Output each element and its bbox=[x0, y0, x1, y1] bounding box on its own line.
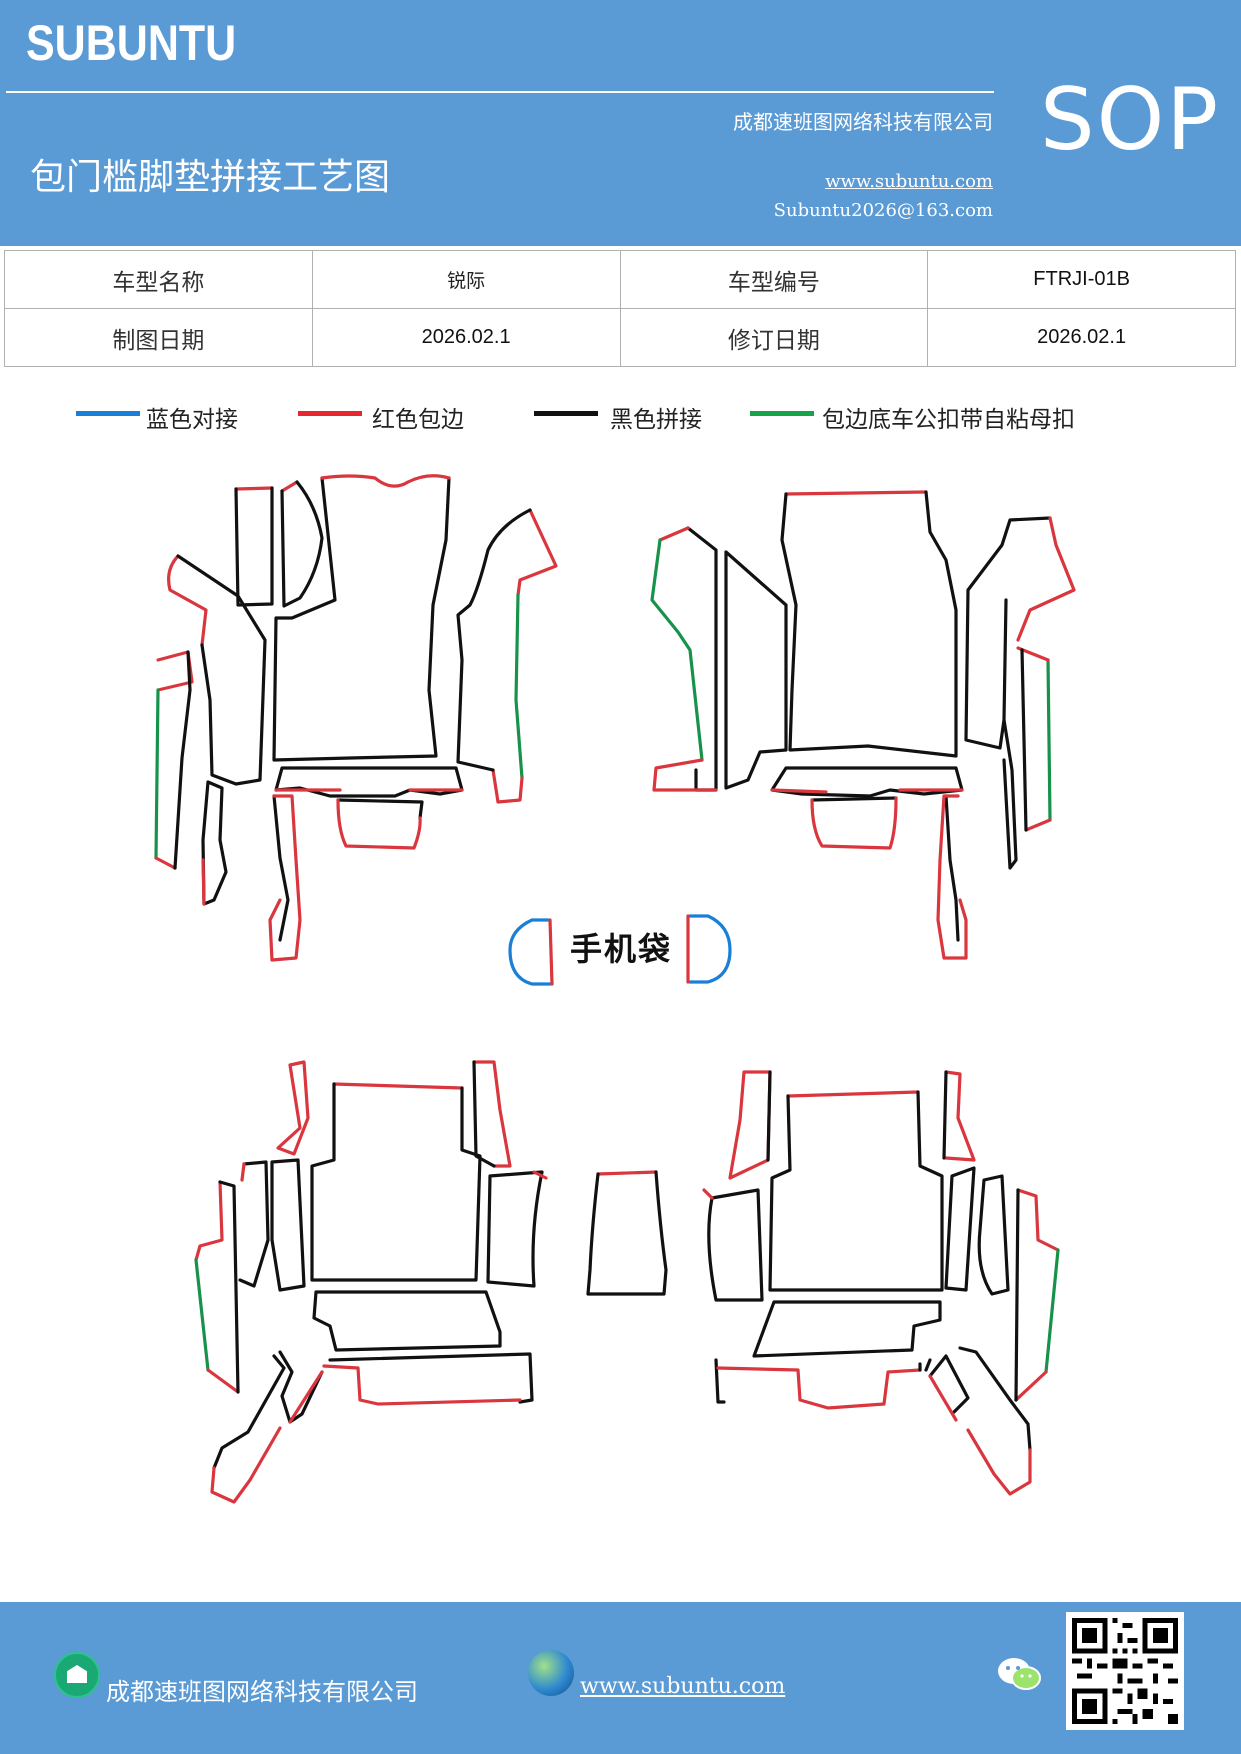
header-banner: SUBUNTU 成都速班图网络科技有限公司 包门槛脚垫拼接工艺图 www.sub… bbox=[0, 0, 1241, 246]
brand-logo: SUBUNTU bbox=[26, 15, 237, 71]
globe-icon bbox=[528, 1650, 574, 1696]
qr-code bbox=[1066, 1612, 1184, 1730]
legend-blue-swatch bbox=[76, 411, 140, 416]
revision-date-label: 修订日期 bbox=[619, 308, 929, 367]
legend-blue-label: 蓝色对接 bbox=[146, 407, 238, 433]
mat-set-top-right bbox=[650, 490, 1076, 960]
model-code-label: 车型编号 bbox=[619, 250, 929, 309]
model-info-table: 车型名称 锐际 车型编号 FTRJI-01B 制图日期 2026.02.1 修订… bbox=[4, 250, 1236, 367]
legend-red-label: 红色包边 bbox=[372, 407, 464, 433]
header-divider bbox=[6, 91, 994, 93]
floor-mat-diagram bbox=[154, 474, 1076, 1504]
footer-website-link[interactable]: www.subuntu.com bbox=[580, 1674, 786, 1699]
legend-green-label: 包边底车公扣带自粘母扣 bbox=[822, 407, 1075, 433]
footer-company: 成都速班图网络科技有限公司 bbox=[106, 1678, 418, 1706]
legend-red-swatch bbox=[298, 411, 362, 416]
legend-black-label: 黑色拼接 bbox=[610, 407, 702, 433]
mat-center-piece bbox=[586, 1170, 668, 1296]
draw-date-label: 制图日期 bbox=[4, 308, 313, 367]
revision-date-value: 2026.02.1 bbox=[927, 308, 1236, 367]
mat-set-bottom-left bbox=[194, 1060, 548, 1504]
model-name-value: 锐际 bbox=[311, 250, 621, 309]
phone-pocket-group bbox=[508, 914, 732, 986]
legend-green-swatch bbox=[750, 411, 814, 416]
header-company: 成都速班图网络科技有限公司 bbox=[733, 110, 993, 134]
table-row: 车型名称 锐际 车型编号 FTRJI-01B bbox=[4, 250, 1236, 309]
page-title: 包门槛脚垫拼接工艺图 bbox=[30, 157, 391, 198]
phone-pocket-label: 手机袋 bbox=[570, 930, 673, 968]
header-website-link[interactable]: www.subuntu.com bbox=[825, 171, 993, 192]
model-name-label: 车型名称 bbox=[4, 250, 313, 309]
wechat-icon[interactable] bbox=[996, 1654, 1042, 1694]
footer-banner: 成都速班图网络科技有限公司 www.subuntu.com bbox=[0, 1602, 1241, 1754]
mat-set-top-left bbox=[154, 474, 558, 962]
model-code-value: FTRJI-01B bbox=[927, 250, 1236, 309]
draw-date-value: 2026.02.1 bbox=[311, 308, 621, 367]
sop-badge: SOP bbox=[1040, 70, 1221, 170]
header-email: Subuntu2026@163.com bbox=[773, 200, 993, 221]
legend-black-swatch bbox=[534, 411, 598, 416]
mat-set-bottom-right bbox=[702, 1070, 1060, 1496]
home-icon bbox=[54, 1652, 100, 1698]
table-row: 制图日期 2026.02.1 修订日期 2026.02.1 bbox=[4, 308, 1236, 367]
